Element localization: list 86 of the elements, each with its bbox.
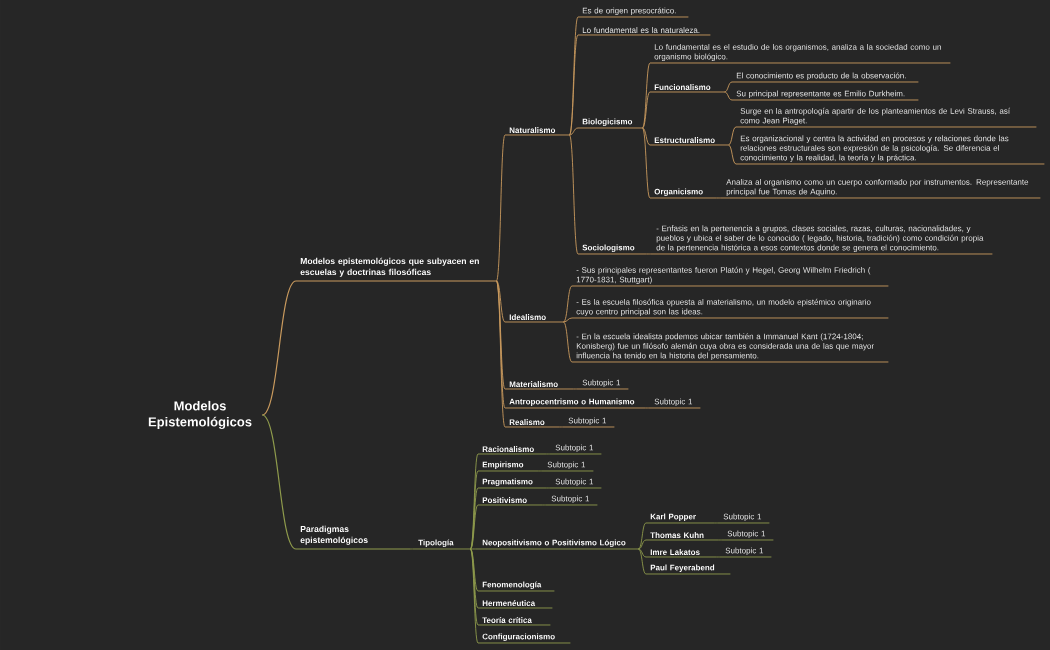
topic-text: Analiza al organismo como un cuerpo conformado por instrumentos. Representante principal fue Tomas de Aquino. — [721, 178, 1041, 199]
branch-line — [572, 388, 579, 390]
topic-label: Teoría crítica — [477, 617, 551, 626]
branch-line — [537, 470, 544, 472]
branch-line — [495, 134, 506, 282]
topic-text: Es de origen presocrático. — [577, 7, 689, 18]
branch-line — [469, 548, 479, 644]
topic-text: El conocimiento es producto de la observación. — [731, 72, 919, 83]
branch-line — [469, 548, 479, 550]
branch-line — [562, 321, 573, 363]
branch-line — [645, 253, 653, 255]
topic-label: Sociologismo — [577, 244, 647, 255]
branch-line — [568, 127, 579, 136]
branch-line — [713, 522, 720, 524]
topic-label: Tipología — [413, 539, 471, 550]
topic-text: Subtopic 1 — [550, 444, 602, 455]
main-topic: Modelos epistemológicos que subyacen en escuelas y doctrinas filosóficas — [295, 257, 497, 282]
topic-text: - Es la escuela filosófica opuesta al materialismo, un modelo epistémico originario cuyo centro principal son las ideas. — [571, 298, 889, 319]
topic-text: Lo fundamental es la naturaleza. — [577, 27, 711, 36]
branch-line — [562, 285, 573, 323]
main-topic: Paradigmas epistemológicos — [295, 525, 411, 550]
branch-line — [727, 144, 737, 165]
branch-line — [637, 539, 647, 550]
topic-label: Configuracionismo — [477, 633, 571, 644]
topic-text: - Sus principales representantes fueron Platón y Hegel, Georg Wilhelm Friedrich ( 1770-1831, Stuttgart) — [571, 266, 889, 287]
branch-line — [568, 134, 579, 255]
branch-line — [261, 280, 297, 416]
branch-line — [541, 504, 548, 506]
topic-label: Realismo — [504, 419, 560, 428]
topic-label: Materialismo — [504, 381, 574, 390]
topic-text: Lo fundamental es el estudio de los organismos, analiza a la sociedad como un organismo biológico. — [649, 43, 951, 64]
branch-line — [637, 522, 647, 550]
branch-line — [545, 453, 552, 455]
topic-text: Subtopic 1 — [718, 513, 770, 524]
branch-line — [495, 280, 506, 323]
topic-label: Hermenéutica — [477, 600, 553, 609]
topic-label: Thomas Kuhn — [645, 532, 719, 541]
topic-text: Subtopic 1 — [563, 417, 615, 428]
topic-label: Karl Popper — [645, 513, 715, 524]
topic-text: Es organizacional y centra la actividad en procesos y relaciones donde las relaciones estructurales son expresión de la psicología. Se diferencia el conocimiento y la realidad, la teoría y la práctica. — [735, 135, 1045, 165]
topic-label: Idealismo — [504, 314, 564, 323]
branch-line — [723, 81, 733, 93]
topic-label: Racionalismo — [477, 446, 547, 455]
branch-line — [261, 414, 297, 550]
topic-text: Subtopic 1 — [542, 461, 594, 472]
topic-text: - Enfasis en la pertenencia a grupos, clases sociales, razas, culturas, nacionalidades, y pueblos y ubica el saber de lo conocido ( legado, historia, tradición) como condición propia de la pertenencia histórica a esos contextos donde se genera el conocimiento. — [651, 225, 993, 255]
branch-line — [469, 548, 479, 609]
topic-text: Subtopic 1 — [649, 398, 701, 409]
topic-text: - En la escuela idealista podemos ubicar también a Immanuel Kant (1724-1804; Konisberg) fue un filósofo alemán cuya obra es considerada una de las que mayor influencia ha tenido en la historia del pensamiento. — [571, 333, 889, 363]
branch-line — [558, 426, 565, 428]
branch-line — [644, 407, 651, 409]
branch-line — [637, 548, 647, 558]
branch-line — [637, 548, 647, 575]
topic-label: Fenomenología — [477, 581, 555, 592]
branch-line — [717, 539, 724, 541]
topic-label: Paul Feyerabend — [645, 564, 731, 575]
topic-label: Imre Lakatos — [645, 549, 717, 558]
branch-line — [562, 317, 573, 323]
topic-text: Subtopic 1 — [577, 379, 629, 390]
topic-label: Pragmatismo — [477, 478, 547, 489]
topic-label: Biologicismo — [577, 118, 643, 129]
topic-label: Estructuralismo — [649, 137, 729, 146]
topic-text: Subtopic 1 — [546, 495, 598, 506]
branch-line — [723, 91, 733, 101]
topic-label: Empirismo — [477, 461, 539, 472]
topic-label: Positivismo — [477, 497, 543, 506]
branch-line — [641, 127, 651, 146]
branch-line — [469, 504, 479, 550]
topic-label: Antropocentrismo o Humanismo — [504, 398, 646, 409]
topic-text: Subtopic 1 — [720, 547, 772, 558]
central-topic: Modelos Epistemológicos — [148, 400, 252, 430]
topic-label: Neopositivismo o Positivismo Lógico — [477, 539, 639, 550]
topic-label: Funcionalismo — [649, 84, 725, 93]
topic-label: Organicismo — [649, 188, 717, 199]
branch-line — [715, 556, 722, 558]
topic-text: Subtopic 1 — [550, 478, 602, 489]
branch-line — [727, 126, 737, 146]
branch-line — [641, 91, 651, 129]
branch-line — [409, 548, 415, 550]
topic-text: Subtopic 1 — [722, 530, 774, 541]
branch-line — [715, 197, 723, 199]
branch-line — [641, 127, 651, 199]
branch-line — [545, 487, 552, 489]
topic-text: Su principal representante es Emilio Durkheim. — [731, 90, 919, 101]
topic-label: Naturalismo — [504, 127, 570, 136]
topic-text: Surge en la antropología apartir de los planteamientos de Levi Strauss, así como Jean Piaget. — [735, 107, 1037, 128]
